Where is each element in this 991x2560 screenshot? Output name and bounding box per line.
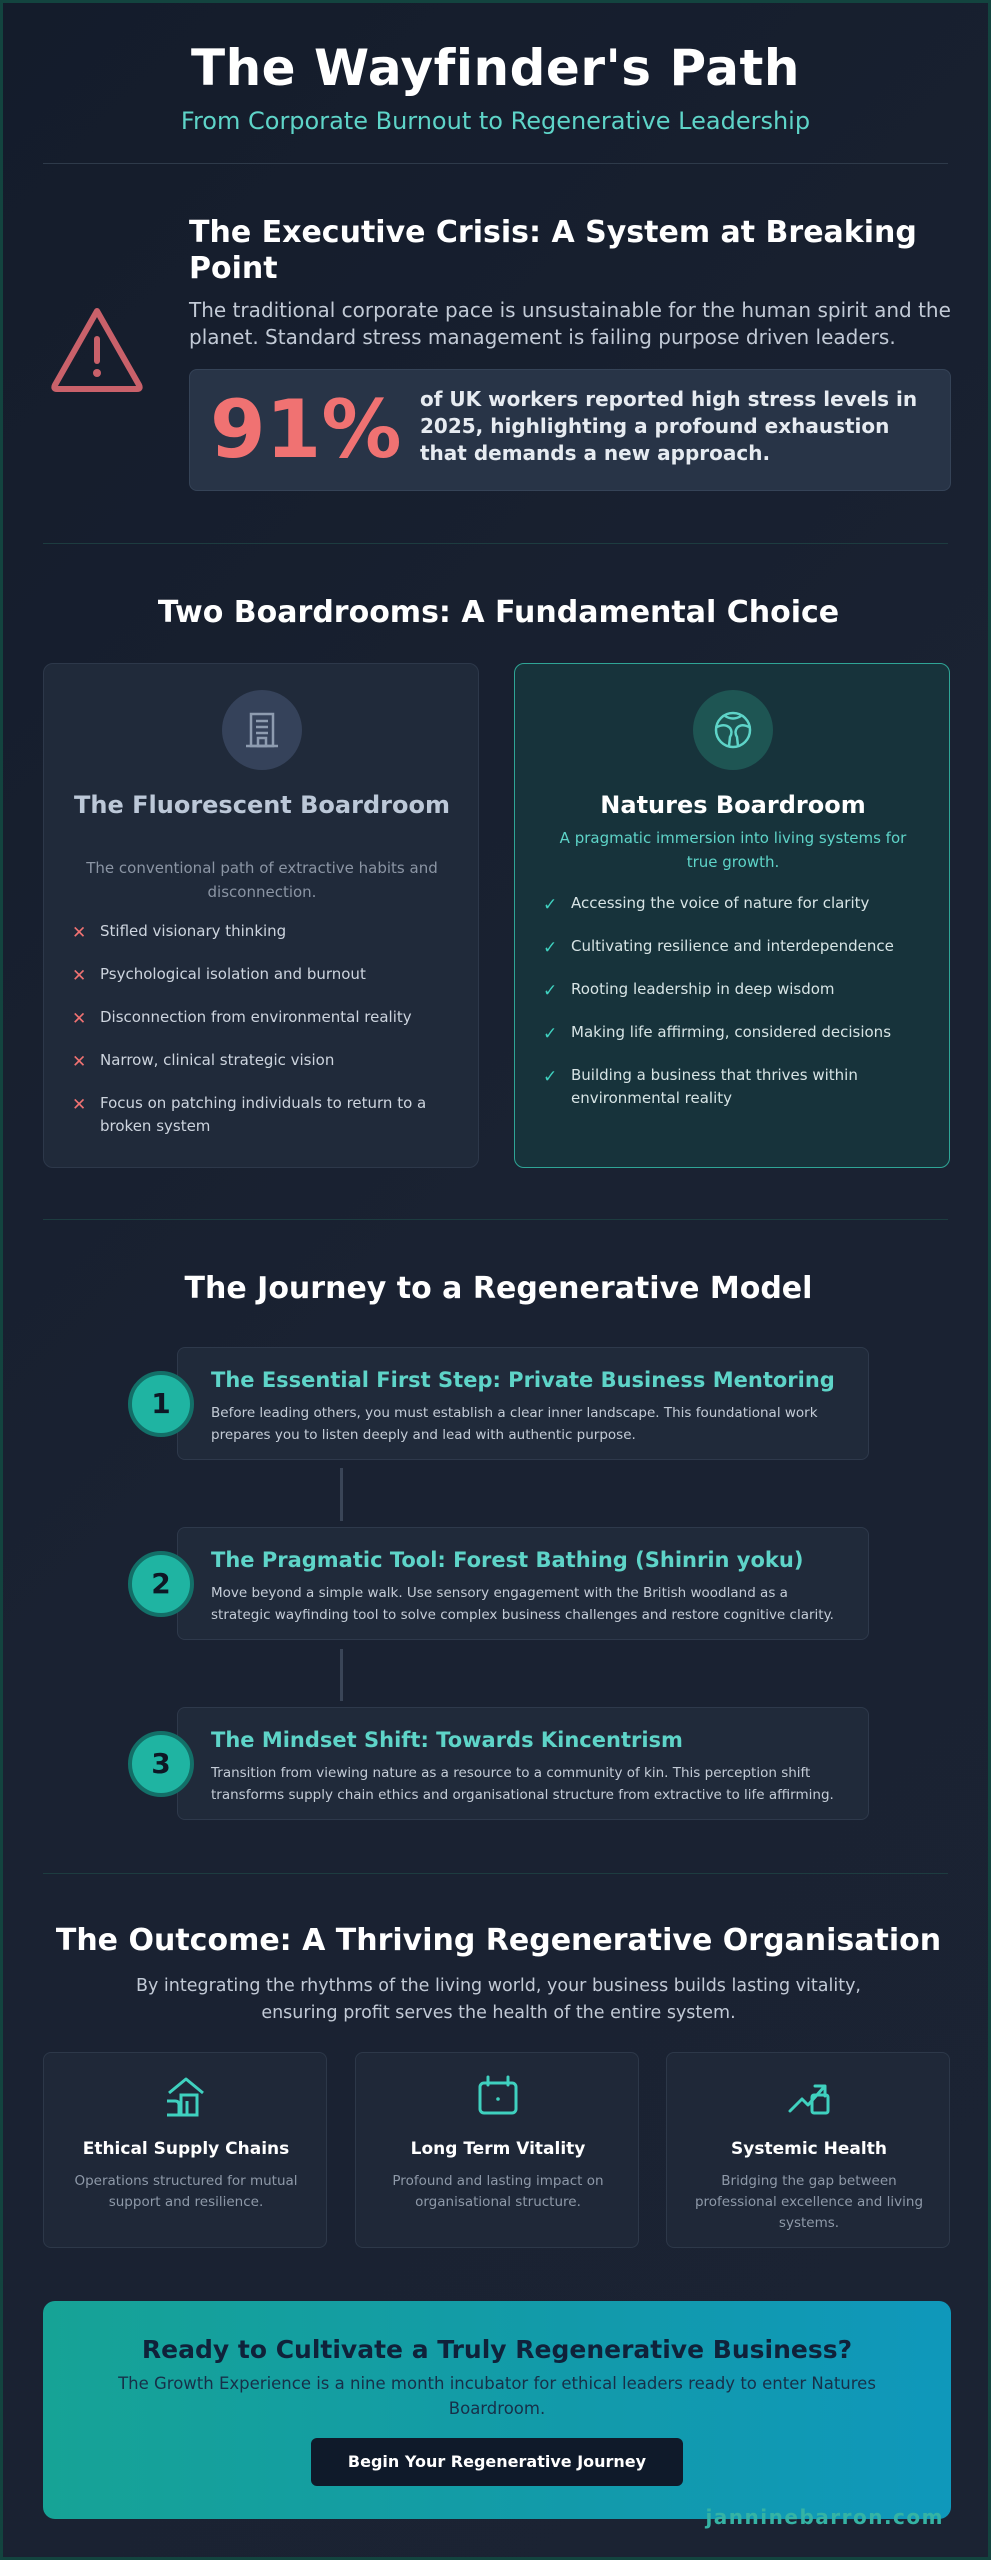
crisis-text: The traditional corporate pace is unsust… [189, 298, 951, 349]
list-item: ✓Making life affirming, considered decis… [543, 1023, 892, 1044]
natures-boardroom-list: ✓Accessing the voice of nature for clari… [541, 892, 931, 1130]
outcome-card-title: Long Term Vitality [410, 2139, 586, 2159]
cta-title: Ready to Cultivate a Truly Regenerative … [141, 2335, 853, 2364]
step-text: Before leading others, you must establis… [211, 1405, 818, 1443]
outcome-card-title: Systemic Health [731, 2139, 887, 2159]
calendar-icon [478, 2075, 518, 2115]
cross-icon: ✕ [72, 1052, 87, 1072]
globe-icon [693, 690, 773, 770]
step-number: 1 [128, 1371, 194, 1437]
step-text: Transition from viewing nature as a reso… [211, 1765, 834, 1803]
journey-step-card: The Pragmatic Tool: Forest Bathing (Shin… [177, 1527, 869, 1640]
outcome-card: Ethical Supply Chains Operations structu… [43, 2052, 327, 2248]
natures-boardroom-description: A pragmatic immersion into living system… [559, 829, 907, 871]
outcome-card-text: Operations structured for mutual support… [74, 2173, 298, 2210]
step-title: The Pragmatic Tool: Forest Bathing (Shin… [211, 1548, 804, 1572]
list-item: ✓Rooting leadership in deep wisdom [543, 980, 835, 1001]
check-icon: ✓ [543, 1067, 558, 1087]
check-icon: ✓ [543, 981, 558, 1001]
section-divider [43, 1219, 948, 1220]
list-item: ✕Focus on patching individuals to return… [72, 1094, 427, 1135]
page-title: The Wayfinder's Path [190, 39, 801, 97]
step-number: 3 [128, 1731, 194, 1797]
outcome-card: Systemic Health Bridging the gap between… [666, 2052, 950, 2248]
cross-icon: ✕ [72, 966, 87, 986]
fluorescent-boardroom-title: The Fluorescent Boardroom [74, 791, 450, 819]
crisis-title: The Executive Crisis: A System at Breaki… [189, 215, 917, 286]
fluorescent-boardroom-card: The Fluorescent Boardroom The convention… [43, 663, 479, 1168]
cross-icon: ✕ [72, 923, 87, 943]
header-divider [43, 163, 948, 164]
list-item: ✕Psychological isolation and burnout [72, 965, 366, 986]
office-building-icon [222, 690, 302, 770]
cross-icon: ✕ [72, 1095, 87, 1115]
stat-value: 91% [210, 383, 402, 476]
page-subtitle: From Corporate Burnout to Regenerative L… [180, 107, 811, 135]
step-title: The Essential First Step: Private Busine… [211, 1368, 835, 1392]
stat-text: of UK workers reported high stress level… [420, 387, 918, 465]
journey-title: The Journey to a Regenerative Model [184, 1271, 813, 1306]
outcome-title: The Outcome: A Thriving Regenerative Org… [55, 1923, 942, 1958]
step-connector [340, 1468, 343, 1521]
list-item: ✕Disconnection from environmental realit… [72, 1008, 412, 1029]
natures-boardroom-title: Natures Boardroom [600, 791, 866, 819]
check-icon: ✓ [543, 1024, 558, 1044]
check-icon: ✓ [543, 895, 558, 915]
list-item: ✓Building a business that thrives within… [543, 1066, 858, 1107]
stat-box: 91% of UK workers reported high stress l… [189, 369, 951, 491]
check-icon: ✓ [543, 938, 558, 958]
list-item: ✓Accessing the voice of nature for clari… [543, 894, 870, 915]
list-item: ✕Stifled visionary thinking [72, 922, 287, 943]
hand-holding-building-icon [167, 2077, 204, 2117]
cta-text: The Growth Experience is a nine month in… [118, 2374, 876, 2418]
step-text: Move beyond a simple walk. Use sensory e… [211, 1585, 834, 1623]
step-number: 2 [128, 1551, 194, 1617]
outcome-text: By integrating the rhythms of the living… [135, 1976, 861, 2023]
section-divider [43, 543, 948, 544]
warning-triangle-icon [51, 308, 143, 392]
outcome-card-title: Ethical Supply Chains [82, 2139, 290, 2159]
trend-arrow-icon [788, 2084, 830, 2115]
journey-step-card: The Mindset Shift: Towards Kincentrism T… [177, 1707, 869, 1820]
step-connector [340, 1649, 343, 1701]
fluorescent-boardroom-description: The conventional path of extractive habi… [86, 859, 438, 901]
cross-icon: ✕ [72, 1009, 87, 1029]
list-item: ✕Narrow, clinical strategic vision [72, 1051, 335, 1072]
section-divider [43, 1873, 948, 1874]
outcome-card-text: Bridging the gap between professional ex… [694, 2173, 924, 2231]
begin-journey-button[interactable]: Begin Your Regenerative Journey [311, 2438, 683, 2486]
journey-step-card: The Essential First Step: Private Busine… [177, 1347, 869, 1460]
cta-panel: Ready to Cultivate a Truly Regenerative … [43, 2301, 951, 2519]
fluorescent-boardroom-list: ✕Stifled visionary thinking ✕Psychologic… [70, 920, 460, 1158]
boardrooms-title: Two Boardrooms: A Fundamental Choice [157, 595, 840, 630]
header: The Wayfinder's Path From Corporate Burn… [3, 3, 988, 135]
outcome-card: Long Term Vitality Profound and lasting … [355, 2052, 639, 2248]
brand-link[interactable]: janninebarron.com [705, 2505, 944, 2529]
outcome-card-text: Profound and lasting impact on organisat… [392, 2173, 604, 2210]
list-item: ✓Cultivating resilience and interdepende… [543, 937, 894, 958]
step-title: The Mindset Shift: Towards Kincentrism [211, 1728, 683, 1752]
natures-boardroom-card: Natures Boardroom A pragmatic immersion … [514, 663, 950, 1168]
